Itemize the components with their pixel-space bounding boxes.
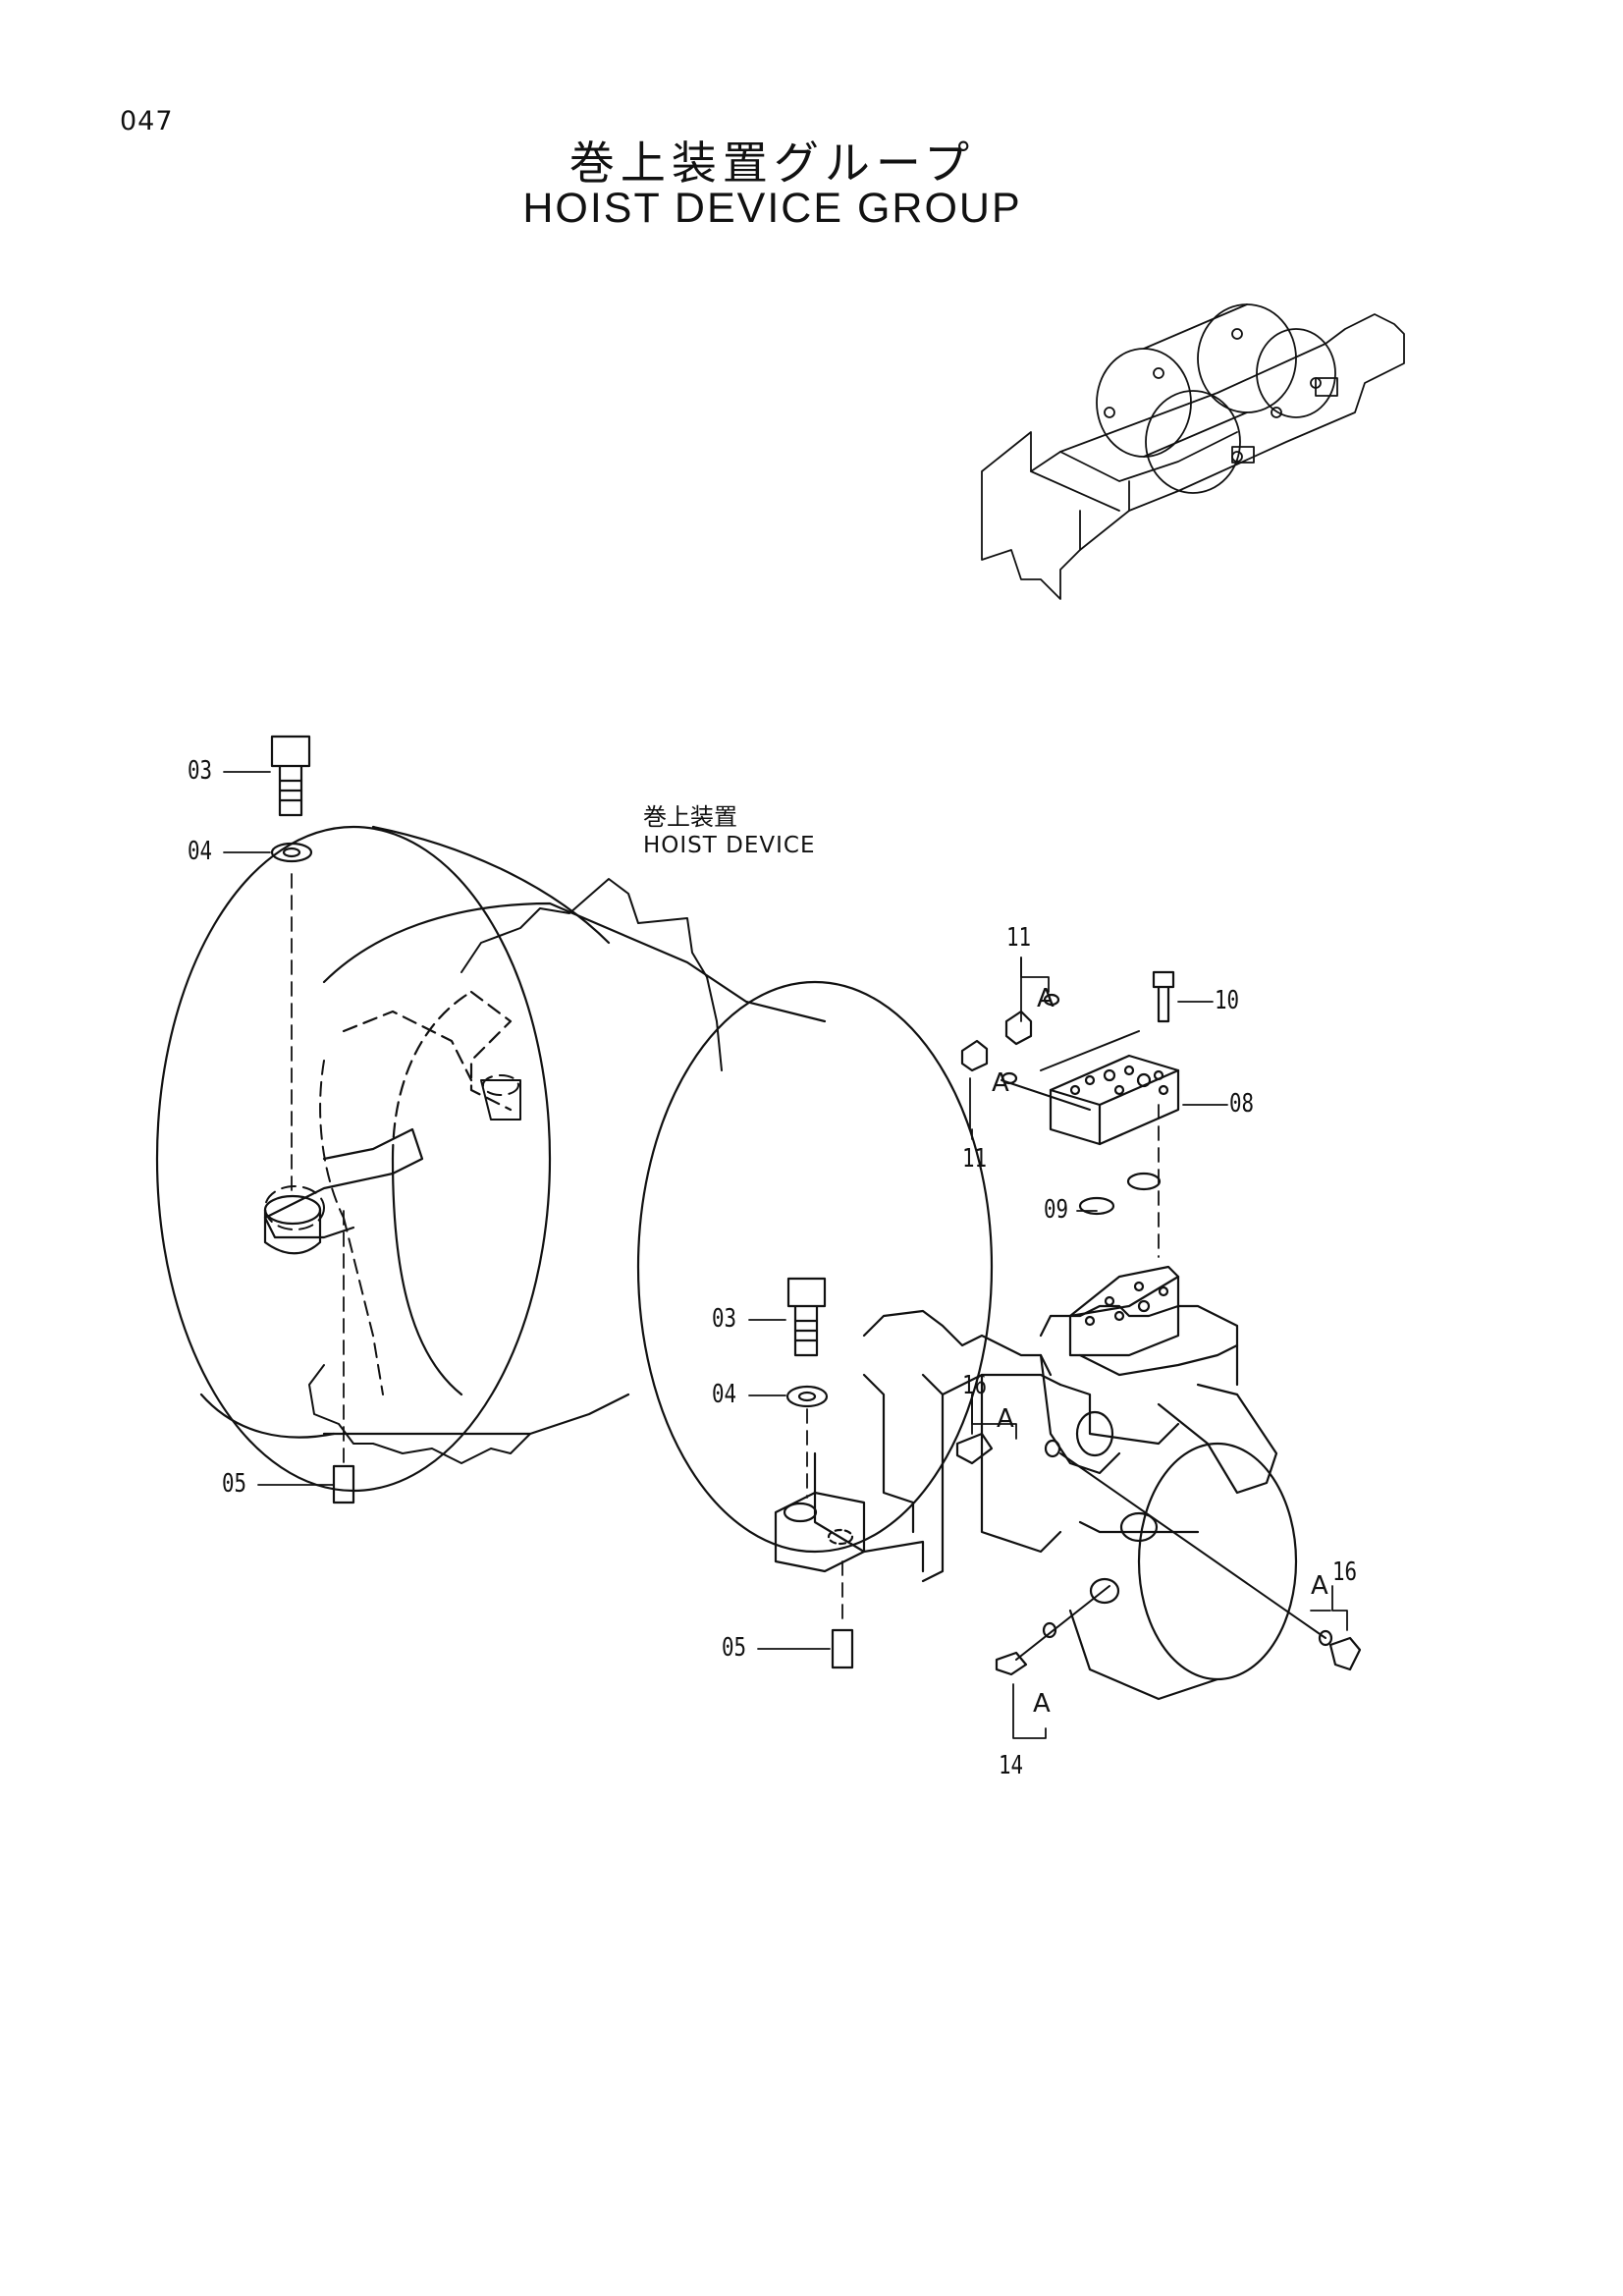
callout-05-lower: 05 — [722, 1633, 747, 1663]
callout-11-lower: 11 — [962, 1144, 988, 1174]
drum-body — [263, 902, 994, 1554]
assembly-label-japanese: 巻上装置 — [643, 803, 737, 831]
valve-plate — [1049, 1054, 1180, 1146]
ref-a-mid: A — [992, 1068, 1009, 1098]
ref-a-motor: A — [997, 1404, 1014, 1434]
ref-a-upper: A — [1037, 984, 1055, 1013]
ref-a-right: A — [1311, 1571, 1328, 1601]
callout-11-upper: 11 — [1006, 923, 1032, 953]
motor-valve-block — [1068, 1265, 1180, 1357]
callout-16-left: 16 — [962, 1371, 988, 1400]
callout-14: 14 — [999, 1751, 1024, 1780]
right-mount-pad — [774, 1491, 866, 1573]
location-inset — [981, 303, 1405, 600]
callout-08: 08 — [1229, 1089, 1255, 1119]
bolts — [270, 735, 1175, 1669]
left-bolt-pocket — [263, 1194, 322, 1255]
gear-teeth — [308, 878, 723, 1464]
callout-03-top: 03 — [188, 756, 213, 786]
callout-09: 09 — [1044, 1195, 1069, 1225]
callout-03-lower: 03 — [712, 1304, 737, 1334]
callout-05-left: 05 — [222, 1469, 247, 1499]
callout-16-right: 16 — [1332, 1558, 1358, 1587]
hoist-motor-assembly — [813, 1304, 1298, 1701]
title-japanese: 巻上装置グループ — [568, 137, 976, 190]
pipes — [1001, 1030, 1326, 1661]
callout-10: 10 — [1215, 986, 1240, 1015]
ref-a-bottom: A — [1033, 1689, 1051, 1719]
assembly-label-english: HOIST DEVICE — [643, 833, 816, 858]
hidden-frame-lines — [264, 1060, 521, 1395]
callout-04-lower: 04 — [712, 1380, 737, 1409]
callout-04-top: 04 — [188, 837, 213, 866]
leader-lines — [223, 771, 1348, 1739]
title-english: HOIST DEVICE GROUP — [522, 185, 1022, 232]
page-number: 047 — [120, 106, 174, 137]
